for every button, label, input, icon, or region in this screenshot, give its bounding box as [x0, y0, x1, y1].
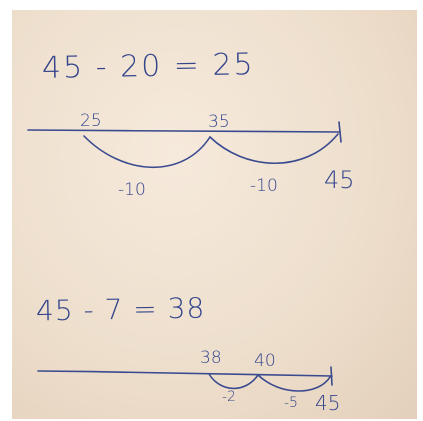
number-line-drawings: [27, 121, 342, 392]
end-tick-2: [330, 366, 333, 386]
mark-middle-1: 35: [208, 112, 230, 132]
equation-2: 45 - 7 = 38: [35, 291, 206, 328]
mark-start-1: 25: [80, 111, 102, 131]
equation-1: 45 - 20 = 25: [41, 47, 255, 86]
paper-sheet: 45 - 20 = 25 25 35 45 -10 -10 45 - 7 = 3…: [12, 10, 417, 419]
jump-arc-1b: [209, 133, 339, 164]
mark-end-1: 45: [324, 166, 355, 194]
jump-arc-1a: [83, 135, 211, 169]
mark-end-2: 45: [315, 391, 341, 415]
jump-label-2a: -2: [222, 389, 236, 405]
jump-label-1b: -10: [250, 176, 278, 196]
end-tick-1: [338, 121, 342, 143]
jump-arc-2b: [257, 374, 331, 392]
mark-start-2: 38: [200, 348, 222, 368]
jump-label-1a: -10: [118, 180, 146, 200]
mark-middle-2: 40: [254, 351, 276, 371]
number-line-1: [27, 129, 341, 133]
jump-arc-2a: [208, 373, 259, 390]
number-line-2: [37, 370, 333, 377]
jump-label-2b: -5: [284, 395, 298, 411]
